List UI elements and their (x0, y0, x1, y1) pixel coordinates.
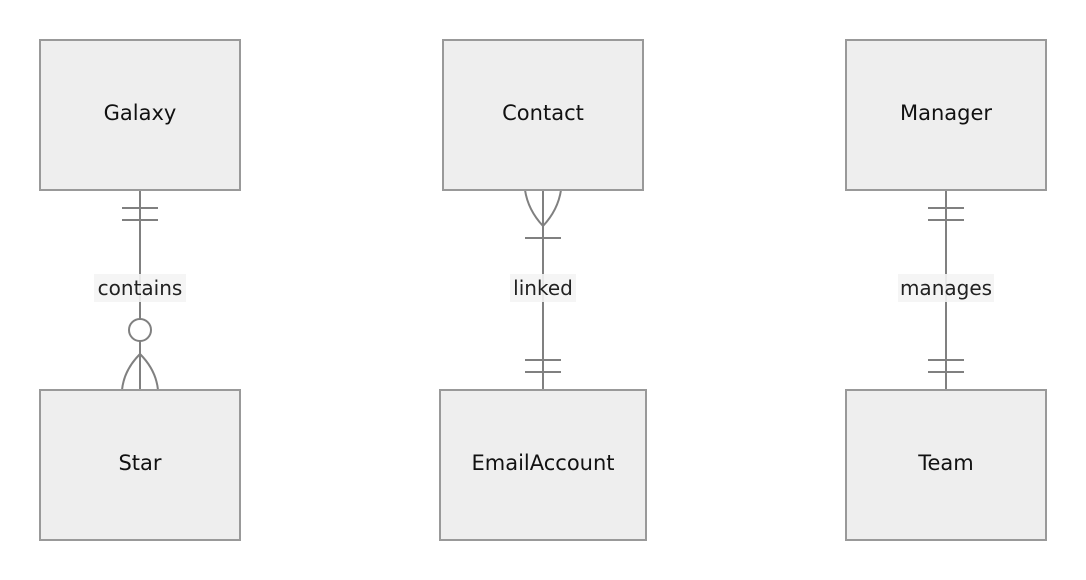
relationship-manages: manages (898, 190, 994, 390)
relationship-linked: linked (510, 189, 576, 390)
cardinality-exactly-one-marker (928, 207, 964, 221)
relationship-label-contains: contains (98, 276, 183, 300)
cardinality-exactly-one-marker (525, 359, 561, 373)
entity-label-star: Star (118, 451, 161, 475)
entity-contact[interactable]: Contact (442, 39, 644, 191)
entity-manager[interactable]: Manager (845, 39, 1047, 191)
entity-label-team: Team (917, 451, 974, 475)
cardinality-zero-or-more-marker (121, 318, 159, 391)
entity-star[interactable]: Star (39, 389, 241, 541)
relationship-label-linked: linked (513, 276, 573, 300)
entity-label-email-account: EmailAccount (471, 451, 614, 475)
cardinality-one-or-more-marker (524, 189, 562, 239)
entity-email-account[interactable]: EmailAccount (439, 389, 647, 541)
entity-team[interactable]: Team (845, 389, 1047, 541)
entity-label-galaxy: Galaxy (104, 101, 177, 125)
relationship-label-background (898, 274, 994, 302)
entity-label-contact: Contact (502, 101, 584, 125)
relationship-label-manages: manages (900, 276, 992, 300)
relationship-label-background (510, 274, 576, 302)
entity-label-manager: Manager (900, 101, 992, 125)
cardinality-exactly-one-marker (122, 207, 158, 221)
cardinality-exactly-one-marker (928, 359, 964, 373)
entity-galaxy[interactable]: Galaxy (39, 39, 241, 191)
relationship-contains: contains (94, 190, 186, 391)
relationship-label-background (94, 274, 186, 302)
